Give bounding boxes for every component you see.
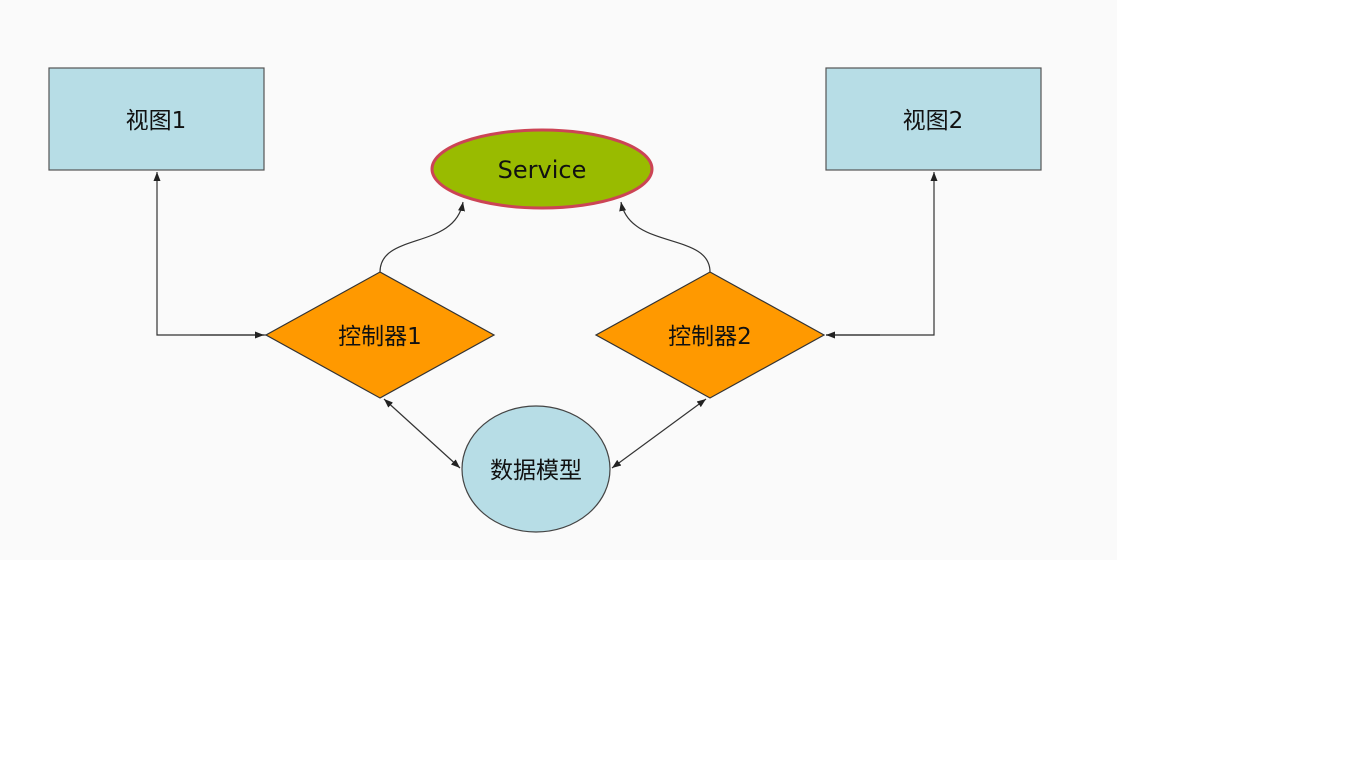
edge-controller2-to-service (619, 201, 711, 273)
node-view1: 视图1 (48, 67, 265, 171)
node-service: Service (430, 128, 654, 210)
service-label: Service (498, 156, 587, 184)
node-model: 数据模型 (461, 405, 611, 533)
model-ellipse (461, 405, 611, 533)
controller2-diamond (594, 271, 826, 399)
view2-label: 视图2 (903, 108, 964, 134)
edge-controller1-to-view1 (153, 172, 266, 336)
controller1-diamond (264, 271, 496, 399)
controller2-label: 控制器2 (668, 324, 752, 350)
service-ellipse (430, 128, 654, 210)
node-controller2: 控制器2 (594, 271, 826, 399)
node-view2: 视图2 (825, 67, 1042, 171)
edge-controller1-model (383, 398, 461, 469)
controller1-label: 控制器1 (338, 324, 422, 350)
view1-box (48, 67, 265, 171)
diagram-panel: 视图1 视图2 Service 控制器1 控制器2 (48, 67, 1042, 533)
architecture-diagram: 视图1 视图2 Service 控制器1 控制器2 (48, 67, 1042, 533)
node-controller1: 控制器1 (264, 271, 496, 399)
edges (153, 172, 938, 469)
view2-box (825, 67, 1042, 171)
edge-controller2-model (611, 398, 707, 469)
view1-label: 视图1 (126, 108, 187, 134)
model-label: 数据模型 (490, 458, 582, 484)
edge-controller1-to-service (379, 201, 465, 273)
edge-controller2-to-view2 (826, 172, 938, 336)
